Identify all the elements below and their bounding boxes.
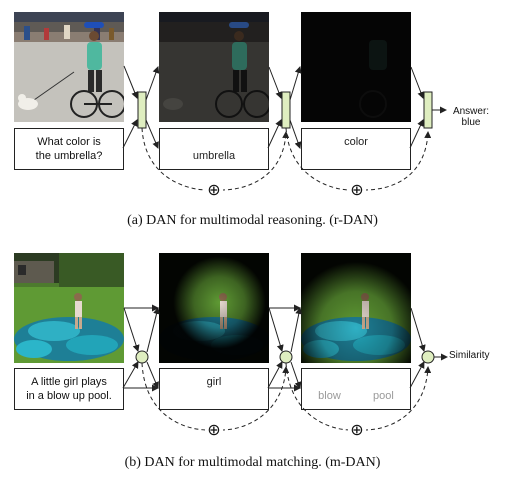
caption-a: (a) DAN for multimodal reasoning. (r-DAN…: [127, 213, 378, 228]
attended-word-pool: pool: [373, 390, 394, 402]
street-photo-attention-1: [159, 12, 269, 122]
memory-circle-b1: [279, 350, 293, 364]
attended-word-girl: girl: [206, 376, 222, 388]
memory-circle-b2: [421, 350, 435, 364]
text-attention-box-3: girl: [159, 368, 269, 410]
sentence-box: A little girl plays in a blow up pool.: [14, 368, 124, 410]
memory-box-a1: [281, 91, 291, 129]
question-line-1: What color is: [37, 136, 101, 148]
attended-word-color: color: [344, 136, 368, 148]
sentence-line-2: in a blow up pool.: [26, 390, 112, 402]
caption-b: (b) DAN for multimodal matching. (m-DAN): [124, 455, 381, 470]
sum-node-b1: ⊕: [205, 421, 223, 439]
pool-photo-attention-1: [159, 253, 269, 363]
memory-circle-b0: [135, 350, 149, 364]
answer-label: Answer: blue: [441, 106, 501, 128]
sum-node-a1: ⊕: [205, 181, 223, 199]
sentence-line-1: A little girl plays: [31, 376, 107, 388]
pool-photo-attention-2: [301, 253, 411, 363]
sum-node-a2: ⊕: [348, 181, 366, 199]
pool-photo-original: [14, 253, 124, 363]
text-attention-box-4: blow pool: [301, 368, 411, 410]
street-photo-attention-2: [301, 12, 411, 122]
street-photo-original: [14, 12, 124, 122]
question-line-2: the umbrella?: [35, 150, 103, 162]
attended-word-blow: blow: [318, 390, 341, 402]
memory-box-a0: [137, 91, 147, 129]
text-attention-box-1: umbrella: [159, 128, 269, 170]
question-box: What color is the umbrella?: [14, 128, 124, 170]
sum-node-b2: ⊕: [348, 421, 366, 439]
text-attention-box-2: color: [301, 128, 411, 170]
answer-label-text: Answer:: [452, 106, 490, 117]
similarity-label: Similarity: [449, 350, 490, 361]
memory-box-a2: [423, 91, 433, 129]
answer-value: blue: [461, 117, 481, 128]
attended-word-umbrella: umbrella: [192, 150, 236, 162]
